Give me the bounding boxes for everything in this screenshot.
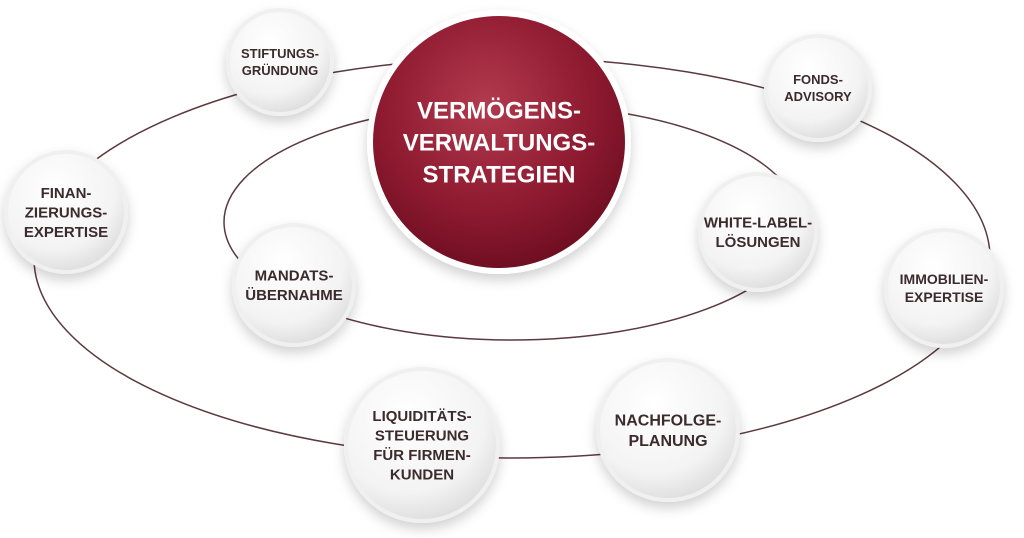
node-nachfolgeplanung: NACHFOLGE- PLANUNG [596, 358, 740, 502]
node-bubble-face [8, 154, 124, 270]
node-bubble-face [230, 12, 330, 112]
node-label-line: STEUERUNG [375, 428, 469, 445]
node-liquiditaetssteuerung: LIQUIDITÄTS- STEUERUNG FÜR FIRMEN- KUNDEN [344, 367, 500, 523]
node-immobilienexpertise: IMMOBILIEN- EXPERTISE [884, 228, 1004, 348]
center-label: VERMÖGENS- VERWALTUNGS- STRATEGIEN [403, 98, 595, 189]
node-label: NACHFOLGE- PLANUNG [615, 412, 722, 450]
node-bubble-face [348, 371, 496, 519]
node-bubble-face [702, 176, 814, 288]
node-label-line: WHITE-LABEL- [704, 215, 812, 232]
node-label-line: FÜR FIRMEN- [373, 447, 471, 464]
node-label-line: FONDS- [793, 72, 843, 87]
node-label-line: IMMOBILIEN- [900, 271, 989, 287]
node-bubble-face [768, 38, 868, 138]
node-label-line: GRÜNDUNG [242, 63, 319, 78]
node-label: MANDATS- ÜBERNAHME [245, 268, 343, 305]
node-mandatsuebernahme: MANDATS- ÜBERNAHME [232, 223, 356, 347]
node-label-line: NACHFOLGE- [615, 412, 722, 429]
node-label: FINAN- ZIERUNGS- EXPERTISE [24, 185, 108, 241]
node-label-line: LÖSUNGEN [715, 234, 800, 251]
node-label: FONDS- ADVISORY [784, 72, 852, 104]
node-label-line: KUNDEN [390, 467, 454, 484]
node-label-line: LIQUIDITÄTS- [372, 408, 471, 425]
node-finanzierungsexpertise: FINAN- ZIERUNGS- EXPERTISE [4, 150, 128, 274]
node-label-line: MANDATS- [255, 268, 334, 285]
node-label: IMMOBILIEN- EXPERTISE [900, 271, 989, 305]
node-stiftungsgruendung: STIFTUNGS- GRÜNDUNG [226, 8, 334, 116]
node-bubble-face [236, 227, 352, 343]
node-bubble-face [600, 362, 736, 498]
center-label-line: VERWALTUNGS- [403, 130, 595, 157]
node-label-line: EXPERTISE [24, 224, 108, 241]
node-white-label-loesungen: WHITE-LABEL- LÖSUNGEN [698, 172, 818, 292]
center-label-line: VERMÖGENS- [417, 98, 581, 125]
node-label-line: PLANUNG [628, 433, 707, 450]
node-fonds-advisory: FONDS- ADVISORY [764, 34, 872, 142]
node-label-line: EXPERTISE [905, 289, 984, 305]
node-label: LIQUIDITÄTS- STEUERUNG FÜR FIRMEN- KUNDEN [372, 408, 471, 484]
center-label-line: STRATEGIEN [423, 162, 576, 189]
node-label-line: ÜBERNAHME [245, 287, 343, 304]
node-label: STIFTUNGS- GRÜNDUNG [241, 46, 319, 78]
node-label-line: STIFTUNGS- [241, 46, 319, 61]
node-bubble-face [888, 232, 1000, 344]
node-label-line: ADVISORY [784, 89, 852, 104]
node-label: WHITE-LABEL- LÖSUNGEN [704, 215, 812, 252]
node-label-line: ZIERUNGS- [25, 204, 108, 221]
nodes-layer: STIFTUNGS- GRÜNDUNG FONDS- ADVISORY FINAN- ZI… [4, 8, 1004, 523]
node-label-line: FINAN- [41, 185, 92, 202]
center-node: VERMÖGENS- VERWALTUNGS- STRATEGIEN [367, 10, 631, 274]
